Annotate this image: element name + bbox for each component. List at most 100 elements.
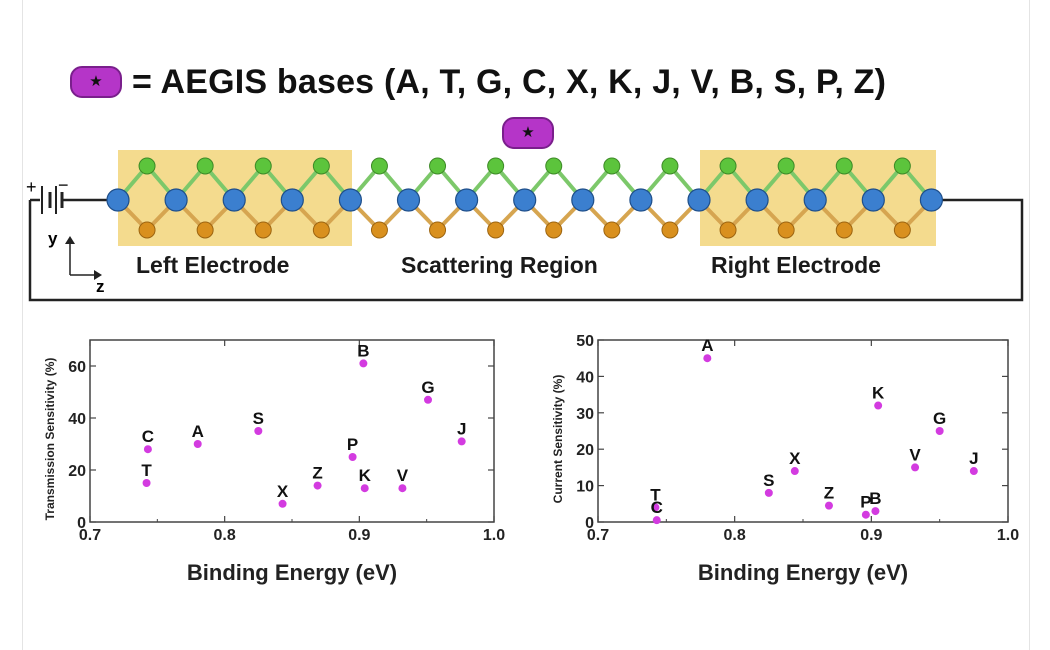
data-point-j: J [457,419,466,446]
point-label-j: J [969,449,978,468]
data-point-v: V [909,445,921,472]
atom-green [661,157,679,175]
atom-blue [571,188,595,212]
data-point-s: S [763,471,775,497]
point-label-z: Z [312,464,322,483]
marker-t [651,503,660,512]
marker-a [703,354,712,363]
data-point-k: K [872,384,885,410]
marker-j [969,467,978,476]
atom-green [777,157,795,175]
atom-green [545,157,563,175]
marker-c [143,445,152,454]
atom-green [429,157,447,175]
axis-label-y: y [48,229,58,248]
point-label-z: Z [824,484,834,503]
atom-orange [893,221,911,239]
x-tick-label: 1.0 [997,527,1019,544]
aegis-base-molecule-icon: ★ [502,117,554,149]
atom-blue [222,188,246,212]
point-label-g: G [933,409,946,428]
atom-orange [835,221,853,239]
atom-blue [455,188,479,212]
marker-a [193,440,202,448]
marker-x [278,499,287,508]
marker-b [871,507,880,516]
y-tick-label: 40 [576,369,594,386]
marker-v [911,463,920,472]
atom-orange [545,221,563,239]
point-label-x: X [277,482,289,501]
marker-c [652,516,661,525]
data-point-x: X [277,482,289,508]
atom-group [106,157,944,239]
data-point-p: P [347,435,358,461]
y-tick-label: 60 [68,359,86,376]
x-tick-label: 0.7 [587,527,609,544]
atom-green [487,157,505,175]
y-tick-label: 40 [68,411,86,428]
axis-arrow-y [65,236,75,244]
point-label-b: B [869,489,881,508]
marker-j [457,437,466,446]
point-label-k: K [359,466,372,485]
atom-green [312,157,330,175]
atom-blue [687,188,711,212]
atom-orange [138,221,156,239]
data-point-s: S [253,409,264,435]
point-label-t: T [141,461,152,480]
x-tick-label: 0.9 [348,527,370,544]
x-axis-label: Binding Energy (eV) [698,560,908,585]
atom-blue [280,188,304,212]
atom-blue [861,188,885,212]
x-tick-label: 0.9 [860,527,882,544]
atom-orange [777,221,795,239]
point-label-v: V [397,466,409,485]
atom-orange [487,221,505,239]
atom-blue [919,188,944,212]
marker-g [935,427,944,435]
atom-green [370,157,388,175]
data-point-b: B [869,489,882,516]
marker-z [313,481,322,490]
point-label-p: P [860,493,871,512]
x-axis-label: Binding Energy (eV) [187,560,397,585]
marker-k [360,484,369,493]
aegis-pill-icon: ★ [70,66,122,98]
marker-k [874,401,883,410]
atom-blue [513,188,537,212]
point-label-v: V [909,445,921,464]
atom-orange [603,221,621,239]
legend-title: ★ = AEGIS bases (A, T, G, C, X, K, J, V,… [70,58,886,106]
marker-p [348,453,357,461]
axis-arrow-z [94,270,102,280]
atom-green [893,157,911,175]
atom-orange [661,221,679,239]
point-label-p: P [347,435,358,454]
label-right-electrode: Right Electrode [711,252,881,278]
point-label-s: S [763,471,774,490]
atom-green [719,157,737,175]
atom-orange [312,221,330,239]
marker-x [790,467,799,476]
point-label-a: A [701,336,713,355]
atom-blue [106,188,130,212]
data-point-k: K [359,466,372,493]
marker-s [764,488,773,497]
marker-z [824,501,833,510]
marker-t [142,479,151,487]
point-label-s: S [253,409,264,428]
y-tick-label: 10 [576,479,594,496]
point-label-b: B [357,341,369,360]
data-point-t: T [650,485,661,512]
marker-p [861,510,870,519]
circuit-wire [28,198,1024,302]
data-point-b: B [357,341,370,368]
data-point-z: Z [312,464,323,490]
atom-green [254,157,272,175]
battery-minus-sign: − [58,175,69,195]
point-label-k: K [872,384,885,403]
y-tick-label: 20 [576,442,594,459]
x-tick-label: 1.0 [483,527,505,544]
